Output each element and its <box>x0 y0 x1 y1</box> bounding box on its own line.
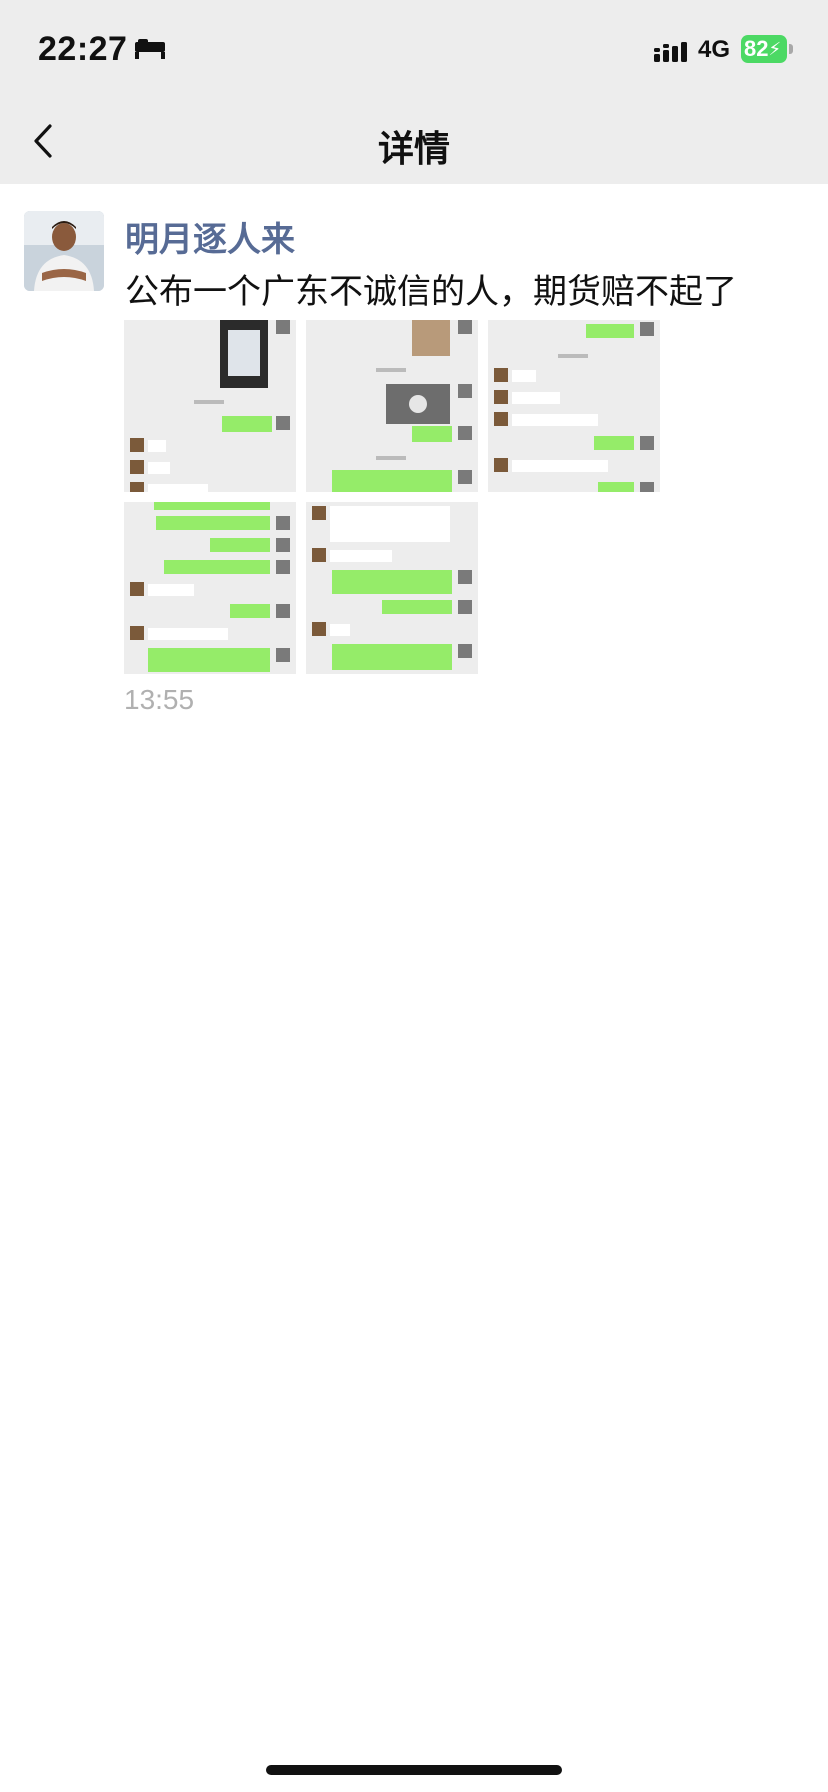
battery-level: 82 <box>744 36 769 61</box>
avatar[interactable] <box>24 211 104 291</box>
home-indicator[interactable] <box>266 1765 562 1775</box>
back-button[interactable] <box>22 118 68 164</box>
image-thumbnail[interactable] <box>488 320 660 492</box>
author-name[interactable]: 明月逐人来 <box>125 221 295 259</box>
bed-icon <box>135 39 165 59</box>
image-thumbnail[interactable] <box>306 502 478 674</box>
chat-screenshot-image <box>124 502 296 674</box>
status-bar: 22:27 4G 82⚡ <box>0 0 828 100</box>
chat-screenshot-image <box>306 320 478 492</box>
image-thumbnail[interactable] <box>124 320 296 492</box>
image-thumbnail[interactable] <box>306 320 478 492</box>
post-time: 13:55 <box>124 684 195 715</box>
network-type: 4G <box>698 36 731 63</box>
chevron-left-icon <box>34 124 52 158</box>
nav-bar: 详情 <box>0 100 828 184</box>
chat-screenshot-image <box>306 502 478 674</box>
signal-icon <box>654 42 687 62</box>
status-time: 22:27 <box>38 30 128 68</box>
avatar-image <box>24 211 104 291</box>
chat-screenshot-image <box>124 320 296 492</box>
chat-screenshot-image <box>488 320 660 492</box>
post-text: 公布一个广东不诚信的人，期货赔不起了 <box>125 273 737 311</box>
page-title: 详情 <box>377 128 450 169</box>
image-thumbnail[interactable] <box>124 502 296 674</box>
battery-charging-icon: 82⚡ <box>741 35 793 63</box>
